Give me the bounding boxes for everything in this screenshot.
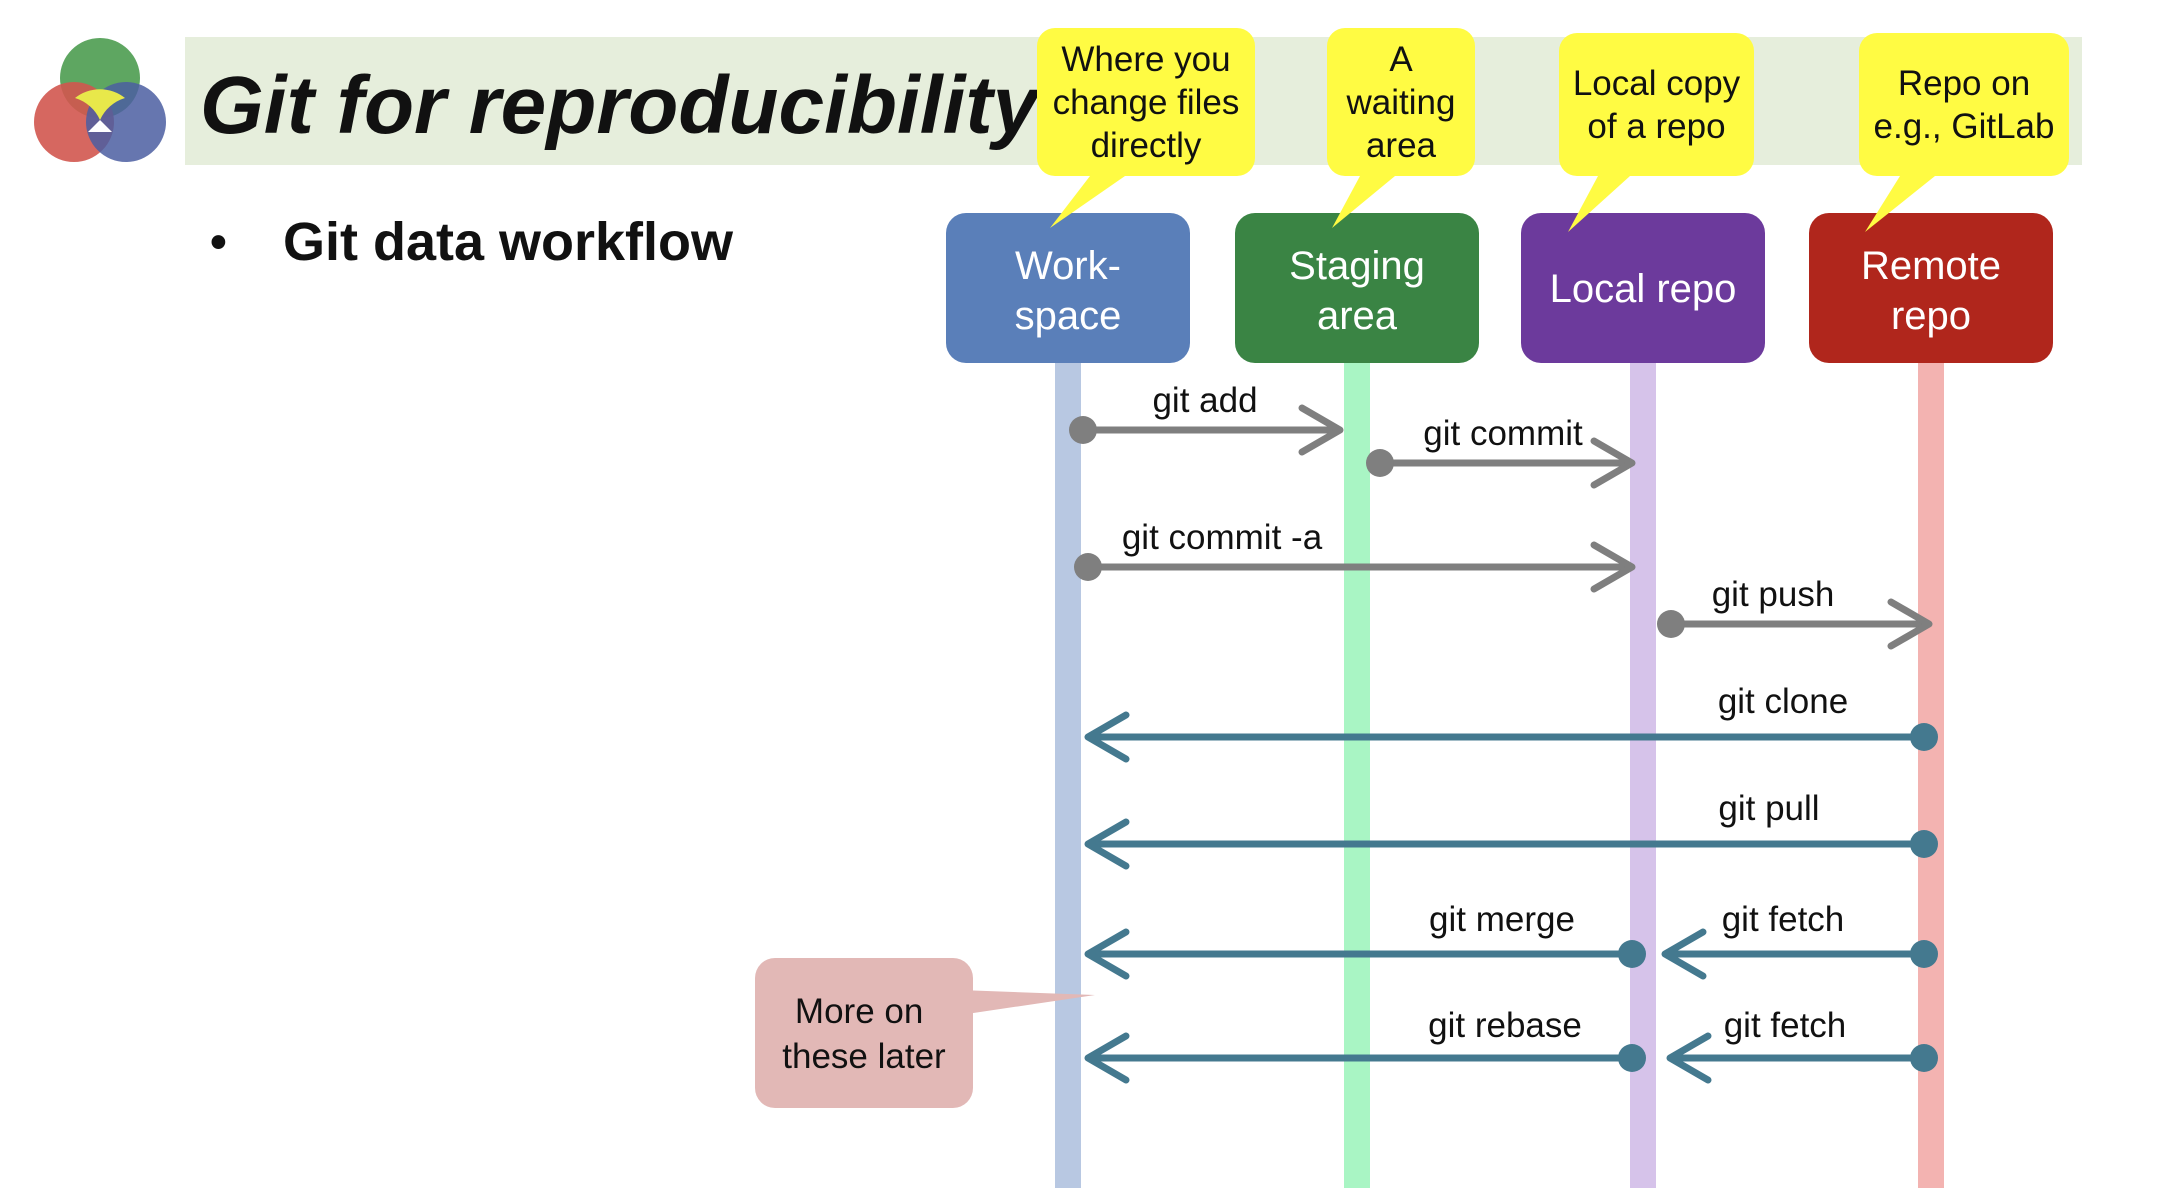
arrow-git-commit: git commit — [1366, 414, 1636, 489]
callout-text-staging: waiting — [1346, 83, 1456, 122]
callout-text-local: Local copy — [1573, 64, 1741, 103]
arrow-git-fetch: git fetch — [1661, 900, 1938, 980]
lane-box-label-staging: Staging — [1289, 244, 1425, 288]
callout-text-staging: area — [1366, 126, 1437, 165]
bullet-dot: • — [210, 216, 227, 269]
lane-box-label-remote: Remote — [1861, 244, 2001, 288]
lane-box-remote: Remote repo — [1809, 213, 2053, 363]
arrow-label: git merge — [1429, 900, 1575, 939]
arrow-git-rebase: git rebase — [1084, 1006, 1646, 1084]
arrow-tail-dot — [1910, 723, 1938, 751]
arrow-label: git fetch — [1722, 900, 1845, 939]
arrow-git-clone: git clone — [1084, 682, 1938, 763]
callout-text-remote: e.g., GitLab — [1874, 107, 2055, 146]
arrow-head — [1661, 928, 1707, 980]
arrow-tail-dot — [1910, 830, 1938, 858]
arrow-git-add: git add — [1069, 381, 1344, 456]
arrow-label: git add — [1152, 381, 1257, 420]
bullet-text: Git data workflow — [283, 212, 734, 272]
arrow-head — [1084, 1032, 1130, 1084]
slide-title: Git for reproducibility — [200, 60, 1043, 151]
lane-box-label-remote: repo — [1891, 294, 1971, 338]
lane-box-local: Local repo — [1521, 213, 1765, 363]
arrow-head — [1590, 437, 1636, 489]
callout-text-staging: A — [1389, 40, 1413, 79]
lane-box-label-workspace: space — [1015, 294, 1122, 338]
arrow-head — [1084, 928, 1130, 980]
arrow-head — [1084, 818, 1130, 870]
callout-text-remote: Repo on — [1898, 64, 2030, 103]
arrow-git-pull: git pull — [1084, 789, 1938, 870]
arrow-label: git fetch — [1724, 1006, 1847, 1045]
arrow-git-merge: git merge — [1084, 900, 1646, 980]
arrow-label: git rebase — [1428, 1006, 1582, 1045]
arrow-tail-dot — [1910, 1044, 1938, 1072]
callout-text-workspace: directly — [1091, 126, 1202, 165]
note-line-2: these later — [782, 1037, 946, 1076]
arrow-label: git commit -a — [1122, 518, 1323, 557]
arrow-git-push: git push — [1657, 575, 1933, 650]
callout-remote: Repo on e.g., GitLab — [1859, 33, 2069, 232]
arrow-head — [1590, 541, 1636, 593]
arrow-git-fetch: git fetch — [1666, 1006, 1938, 1084]
lane-box-staging: Staging area — [1235, 213, 1479, 363]
lane-box-label-workspace: Work- — [1015, 244, 1121, 288]
callout-local: Local copy of a repo — [1559, 33, 1754, 232]
arrow-label: git commit — [1423, 414, 1583, 453]
arrow-label: git clone — [1718, 682, 1848, 721]
arrow-git-commit--a: git commit -a — [1074, 518, 1636, 593]
callout-text-workspace: Where you — [1061, 40, 1230, 79]
arrow-label: git pull — [1718, 789, 1819, 828]
arrow-head — [1084, 711, 1130, 763]
note-line-1: More on — [795, 992, 923, 1031]
arrow-tail-dot — [1618, 940, 1646, 968]
callout-text-workspace: change files — [1053, 83, 1240, 122]
lane-box-workspace: Work-space — [946, 213, 1190, 363]
lane-box-label-local: Local repo — [1550, 267, 1737, 311]
note-callout: More on these later — [755, 958, 1095, 1108]
arrow-head — [1887, 598, 1933, 650]
arrow-tail-dot — [1366, 449, 1394, 477]
callout-workspace: Where you change files directly — [1037, 28, 1255, 228]
arrow-tail-dot — [1618, 1044, 1646, 1072]
arrow-tail-dot — [1069, 416, 1097, 444]
lane-box-label-staging: area — [1317, 294, 1398, 338]
arrow-tail-dot — [1910, 940, 1938, 968]
arrow-tail-dot — [1074, 553, 1102, 581]
callout-text-local: of a repo — [1587, 107, 1725, 146]
svg-text:More on these later: More on these later — [782, 992, 946, 1076]
lane-line-workspace — [1055, 360, 1081, 1188]
lane-line-staging — [1344, 360, 1370, 1188]
arrow-tail-dot — [1657, 610, 1685, 638]
arrow-head — [1298, 404, 1344, 456]
logo-icon — [34, 38, 166, 162]
arrow-label: git push — [1712, 575, 1835, 614]
arrow-head — [1666, 1032, 1712, 1084]
